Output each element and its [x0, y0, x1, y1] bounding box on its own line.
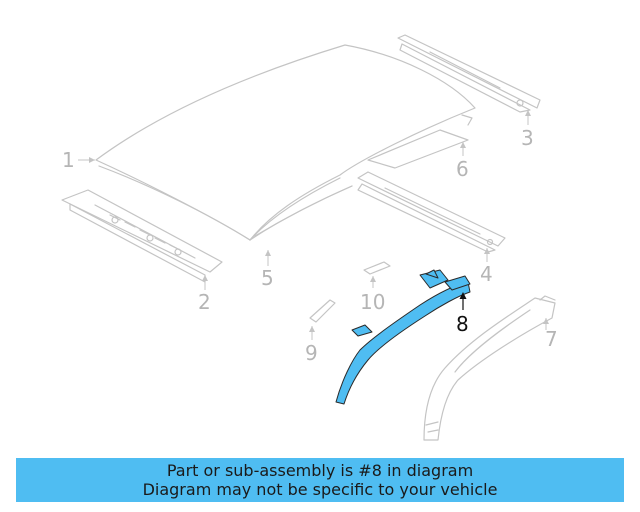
callout-7: 7: [545, 327, 558, 351]
callout-1: 1: [62, 148, 75, 172]
callout-6: 6: [456, 157, 469, 181]
callout-4: 4: [480, 262, 493, 286]
callout-9: 9: [305, 341, 318, 365]
leader-8: [459, 292, 467, 310]
callout-8: 8: [456, 312, 469, 336]
callout-3: 3: [521, 126, 534, 150]
banner-line-1: Part or sub-assembly is #8 in diagram: [166, 461, 474, 480]
highlighted-part-8: [335, 269, 471, 405]
rear-header-part: [61, 189, 223, 283]
callout-2: 2: [198, 290, 211, 314]
roof-bow-front: [249, 185, 353, 241]
callout-10: 10: [360, 290, 386, 314]
roof-rail-upper: [397, 34, 541, 113]
info-banner: Part or sub-assembly is #8 in diagram Di…: [16, 458, 624, 502]
callout-5: 5: [261, 266, 274, 290]
banner-line-2: Diagram may not be specific to your vehi…: [142, 480, 498, 499]
pillar-7: [423, 295, 556, 441]
bracket-10: [363, 261, 391, 275]
roof-bow: [367, 114, 473, 169]
roof-rail-lower: [357, 171, 506, 253]
bracket-9: [309, 299, 336, 323]
